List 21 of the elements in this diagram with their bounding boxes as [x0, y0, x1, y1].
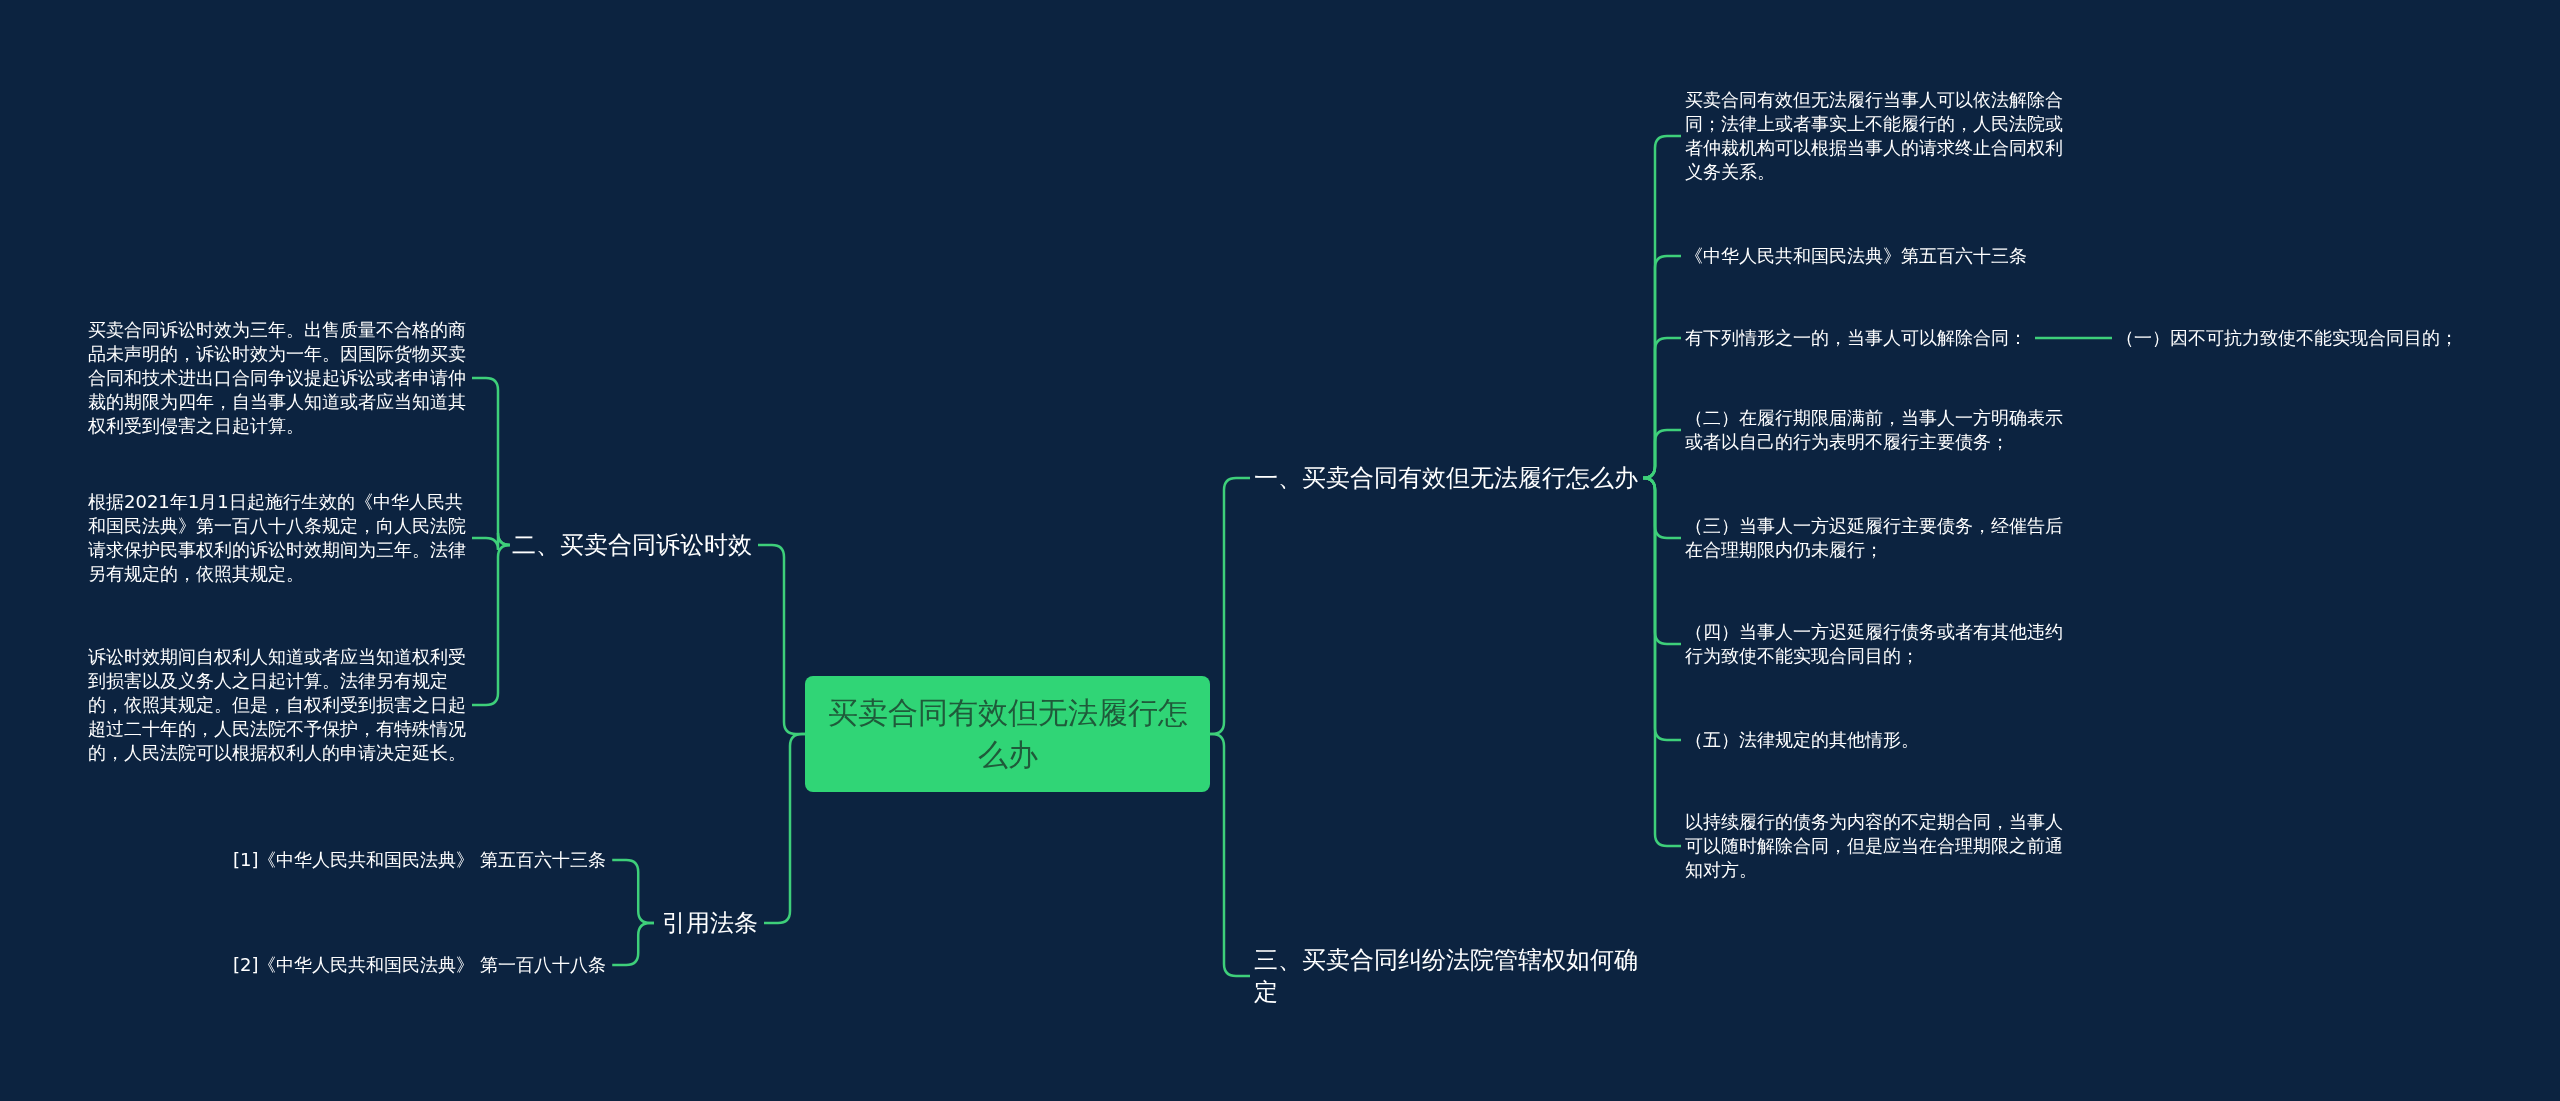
branch-topic: 引用法条	[662, 907, 767, 939]
topic-text: 买卖合同诉讼时效为三年。出售质量不合格的商品未声明的，诉讼时效为一年。因国际货物买卖合同和技术进出口合同争议提起诉讼或者申请仲裁的期限为四年，自当事人知道或者应当知道其权利受到侵害之日起计算。	[88, 318, 473, 438]
topic-text: （二）在履行期限届满前，当事人一方明确表示或者以自己的行为表明不履行主要债务；	[1685, 406, 2077, 454]
topic-text: 诉讼时效期间自权利人知道或者应当知道权利受到损害以及义务人之日起计算。法律另有规定的，依照其规定。但是，自权利受到损害之日起超过二十年的，人民法院不予保护，有特殊情况的，人民法院可以根据权利人的申请决定延长。	[88, 645, 473, 765]
topic-text: （一）因不可抗力致使不能实现合同目的；	[2116, 326, 2556, 350]
connector-line	[2035, 336, 2112, 340]
topic-text: 以持续履行的债务为内容的不定期合同，当事人可以随时解除合同，但是应当在合理期限之前通知对方。	[1685, 810, 2077, 882]
central-topic-box: 买卖合同有效但无法履行怎么办	[805, 676, 1210, 792]
branch-topic: 二、买卖合同诉讼时效	[512, 529, 767, 561]
branch-topic: 一、买卖合同有效但无法履行怎么办	[1254, 462, 1644, 494]
topic-text: 《中华人民共和国民法典》第五百六十三条	[1685, 244, 2077, 268]
topic-text: （四）当事人一方迟延履行债务或者有其他违约行为致使不能实现合同目的；	[1685, 620, 2077, 668]
branch-topic: 三、买卖合同纠纷法院管辖权如何确定	[1254, 944, 1644, 1008]
topic-text: [2]《中华人民共和国民法典》 第一百八十八条	[233, 953, 613, 977]
topic-text: 根据2021年1月1日起施行生效的《中华人民共和国民法典》第一百八十八条规定，向人民法院请求保护民事权利的诉讼时效期间为三年。法律另有规定的，依照其规定。	[88, 490, 473, 586]
topic-text: [1]《中华人民共和国民法典》 第五百六十三条	[233, 848, 613, 872]
connector-line	[612, 921, 654, 967]
topic-text: （三）当事人一方迟延履行主要债务，经催告后在合理期限内仍未履行；	[1685, 514, 2077, 562]
topic-text: 有下列情形之一的，当事人可以解除合同：	[1685, 326, 2077, 350]
topic-text: 买卖合同有效但无法履行当事人可以依法解除合同；法律上或者事实上不能履行的，人民法院或者仲裁机构可以根据当事人的请求终止合同权利义务关系。	[1685, 88, 2077, 184]
topic-text: （五）法律规定的其他情形。	[1685, 728, 2077, 752]
